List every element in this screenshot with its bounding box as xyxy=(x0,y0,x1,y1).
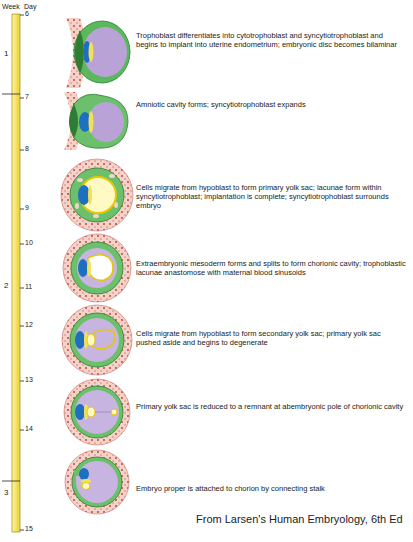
day-number: 6 xyxy=(25,10,29,18)
primary-yolk-sac-stage xyxy=(61,159,133,231)
day-number: 9 xyxy=(25,204,29,212)
stage-description: Primary yolk sac is reduced to a remnant… xyxy=(136,402,406,411)
stage-description: Embryo proper is attached to chorion by … xyxy=(136,484,406,493)
day-number: 14 xyxy=(25,425,33,433)
day-number: 8 xyxy=(25,145,29,153)
stage-description: Cells migrate from hypoblast to form pri… xyxy=(136,183,406,210)
day-number: 10 xyxy=(25,239,33,247)
day-number: 15 xyxy=(25,525,33,533)
amniotic-cavity-forming xyxy=(64,92,128,150)
stage-description: Extraembryonic mesoderm forms and splits… xyxy=(136,259,406,277)
day-number: 12 xyxy=(25,321,33,329)
day-number: 13 xyxy=(25,376,33,384)
week-number: 2 xyxy=(4,281,8,291)
connecting-stalk-stage xyxy=(65,450,129,514)
week-number: 3 xyxy=(4,488,8,498)
source-caption: From Larsen's Human Embryology, 6th Ed xyxy=(196,513,403,526)
day-number: 11 xyxy=(25,283,32,291)
yolk-sac-remnant-stage xyxy=(64,379,130,445)
day-number: 7 xyxy=(25,93,29,101)
stage-description: Amniotic cavity forms; syncytiotrophobla… xyxy=(136,100,406,109)
secondary-yolk-sac-stage xyxy=(62,305,132,375)
chorionic-cavity-forming xyxy=(63,234,131,302)
timeline-bar xyxy=(2,14,24,532)
week-number: 1 xyxy=(4,49,8,59)
blastocyst-implanting xyxy=(66,18,130,88)
stage-description: Cells migrate from hypoblast to form sec… xyxy=(136,329,406,347)
axis-heading: Week xyxy=(2,3,20,11)
stage-description: Trophoblast differentiates into cytotrop… xyxy=(136,31,406,49)
